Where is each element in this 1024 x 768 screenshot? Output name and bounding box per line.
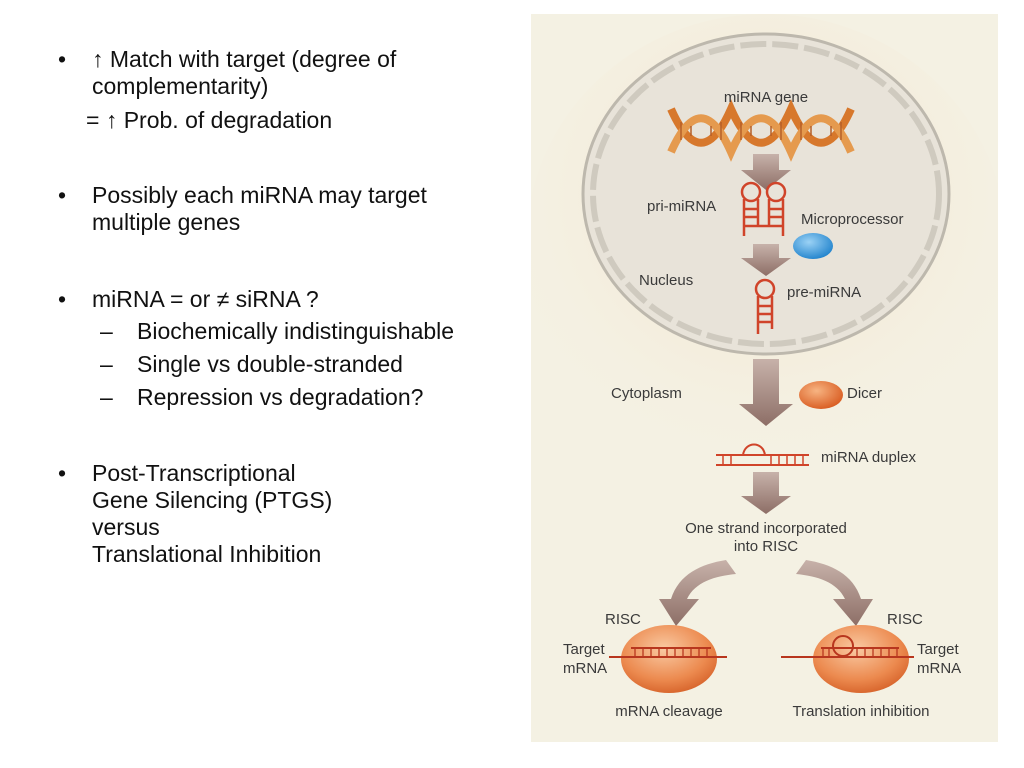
arrow-pri-to-pre [741, 244, 791, 276]
mirna-pathway-figure: miRNA gene pri-miRNA Microprocessor Nucl… [531, 14, 998, 742]
label-one-strand-line2: into RISC [733, 538, 799, 555]
risc-inhibition-complex [781, 625, 914, 693]
label-risc-right: RISC [887, 611, 923, 628]
bullet-text-line: Post-Transcriptional [92, 460, 296, 486]
label-risc-left: RISC [605, 611, 641, 628]
arrow-to-cleavage [659, 560, 736, 626]
bullet-text-line: Possibly each miRNA may target [92, 182, 427, 208]
bullet-marker: • [58, 460, 67, 486]
bullet-text-line: multiple genes [92, 209, 241, 235]
label-pre-mirna: pre-miRNA [787, 284, 862, 301]
subbullet-marker: – [100, 318, 113, 344]
bullet-text-line: ↑ Match with target (degree of [92, 46, 397, 72]
label-one-strand-line1: One strand incorporated [685, 520, 847, 537]
label-target-right-1: Target [917, 641, 959, 658]
bullet-marker: • [58, 182, 67, 208]
bullet-text-line: Translational Inhibition [92, 541, 322, 567]
bullet-marker: • [58, 46, 67, 72]
subbullet-text: Biochemically indistinguishable [137, 318, 455, 344]
arrow-to-inhibition [796, 560, 873, 626]
bullet-text-line: Gene Silencing (PTGS) [92, 487, 333, 513]
subbullet-text: Repression vs degradation? [137, 384, 424, 410]
risc-cleavage-complex [609, 625, 727, 693]
dna-helix-icon [667, 99, 855, 162]
label-nucleus: Nucleus [639, 272, 694, 289]
subbullet-marker: – [100, 351, 113, 377]
dicer-blob [799, 381, 843, 409]
bullet-text-line: complementarity) [92, 73, 269, 99]
bullet-text-line: versus [92, 514, 160, 540]
label-translation-inhibition: Translation inhibition [792, 703, 930, 720]
label-cytoplasm: Cytoplasm [611, 385, 682, 402]
label-mirna-duplex: miRNA duplex [821, 449, 917, 466]
label-target-left-2: mRNA [563, 660, 608, 677]
label-dicer: Dicer [847, 385, 883, 402]
arrow-nucleus-to-cytoplasm [739, 359, 793, 426]
arrow-duplex-to-risc [741, 472, 791, 514]
mirna-duplex-icon [716, 443, 809, 466]
bullet-list: • ↑ Match with target (degree of complem… [58, 46, 455, 567]
label-mrna-cleavage: mRNA cleavage [615, 703, 723, 720]
label-mirna-gene: miRNA gene [723, 89, 809, 106]
label-target-right-2: mRNA [917, 660, 962, 677]
subbullet-marker: – [100, 384, 113, 410]
pri-mirna-hairpin-icon [740, 181, 787, 236]
arrow-gene-to-pri [741, 154, 791, 190]
label-pri-mirna: pri-miRNA [647, 198, 717, 215]
bullet-continuation-prob-degradation: = ↑ Prob. of degradation [86, 107, 333, 133]
label-target-left-1: Target [563, 641, 605, 658]
label-microprocessor: Microprocessor [801, 211, 904, 228]
subbullet-text: Single vs double-stranded [137, 351, 403, 377]
bullet-marker: • [58, 286, 67, 312]
pathway-graphic [531, 14, 998, 693]
bullet-text-line: miRNA = or ≠ siRNA ? [92, 286, 319, 312]
microprocessor-blob [793, 233, 833, 259]
pre-mirna-hairpin-icon [754, 278, 776, 334]
